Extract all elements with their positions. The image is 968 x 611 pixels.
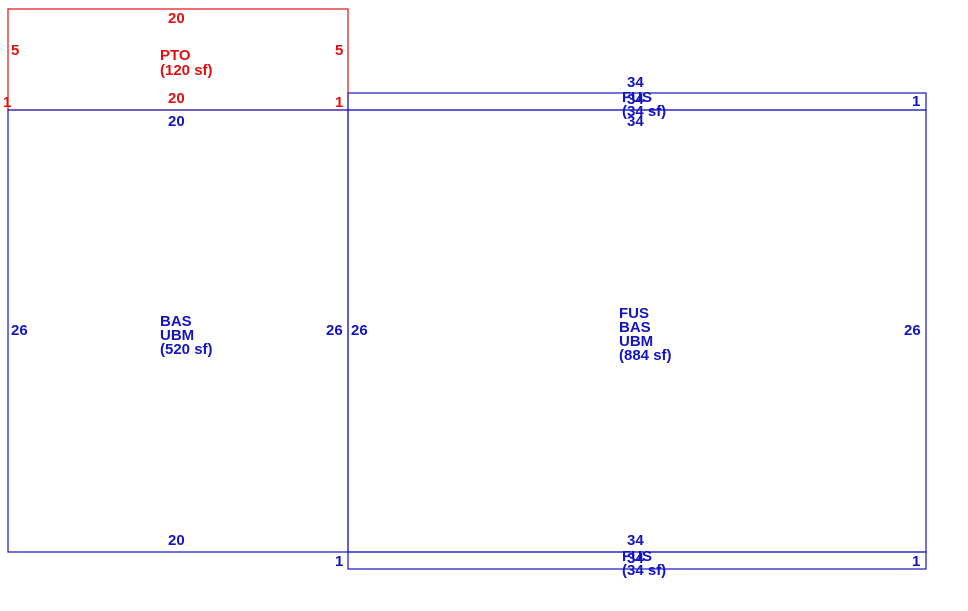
bottom-strip-area-label: (34 sf)	[622, 562, 666, 579]
top-strip-outline	[347, 92, 927, 111]
pto-area: 20 5 5 20 1 1 PTO (120 sf)	[3, 8, 349, 111]
right-block-area: 34 26 26 FUS BAS UBM (884 sf)	[347, 109, 927, 553]
left-block-code-2: UBM	[160, 327, 194, 344]
pto-dim-corner-left: 1	[3, 94, 11, 111]
left-block-dim-bottom: 20	[168, 532, 185, 549]
right-block-code-3: UBM	[619, 333, 653, 350]
top-strip-dim-right: 1	[912, 93, 920, 110]
right-block-code-2: BAS	[619, 319, 651, 336]
pto-dim-left: 5	[11, 42, 19, 59]
pto-dim-right: 5	[335, 42, 343, 59]
pto-area-label: (120 sf)	[160, 62, 213, 79]
pto-code: PTO	[160, 47, 191, 64]
top-strip-dim-top: 34	[627, 74, 644, 91]
right-block-code-1: FUS	[619, 305, 649, 322]
pto-dim-top: 20	[168, 10, 185, 27]
bottom-strip-code: FUS	[622, 548, 652, 565]
left-block-dim-right: 26	[326, 322, 343, 339]
bottom-strip-area: 34 34 1 1 FUS (34 sf)	[335, 532, 927, 579]
left-block-area: 20 26 26 20 BAS UBM (520 sf)	[7, 109, 349, 553]
bottom-strip-outline	[347, 551, 927, 570]
bottom-strip-dim-bottom: 34	[627, 550, 644, 567]
left-block-dim-left: 26	[11, 322, 28, 339]
right-block-dim-left: 26	[351, 322, 368, 339]
bottom-strip-dim-top: 34	[627, 532, 644, 549]
top-strip-area-label: (34 sf)	[622, 103, 666, 120]
bottom-strip-dim-right: 1	[912, 553, 920, 570]
top-strip-code: FUS	[622, 89, 652, 106]
left-block-dim-top: 20	[168, 113, 185, 130]
pto-dim-bottom: 20	[168, 90, 185, 107]
left-block-code-1: BAS	[160, 313, 192, 330]
left-block-area-label: (520 sf)	[160, 341, 213, 358]
pto-dim-corner-right: 1	[335, 94, 343, 111]
right-block-area-label: (884 sf)	[619, 347, 672, 364]
top-strip-dim-bottom: 34	[627, 91, 644, 108]
right-block-dim-right: 26	[904, 322, 921, 339]
bottom-strip-dim-left: 1	[335, 553, 343, 570]
right-block-dim-top: 34	[627, 113, 644, 130]
top-strip-area: 34 34 1 FUS (34 sf)	[347, 74, 927, 120]
